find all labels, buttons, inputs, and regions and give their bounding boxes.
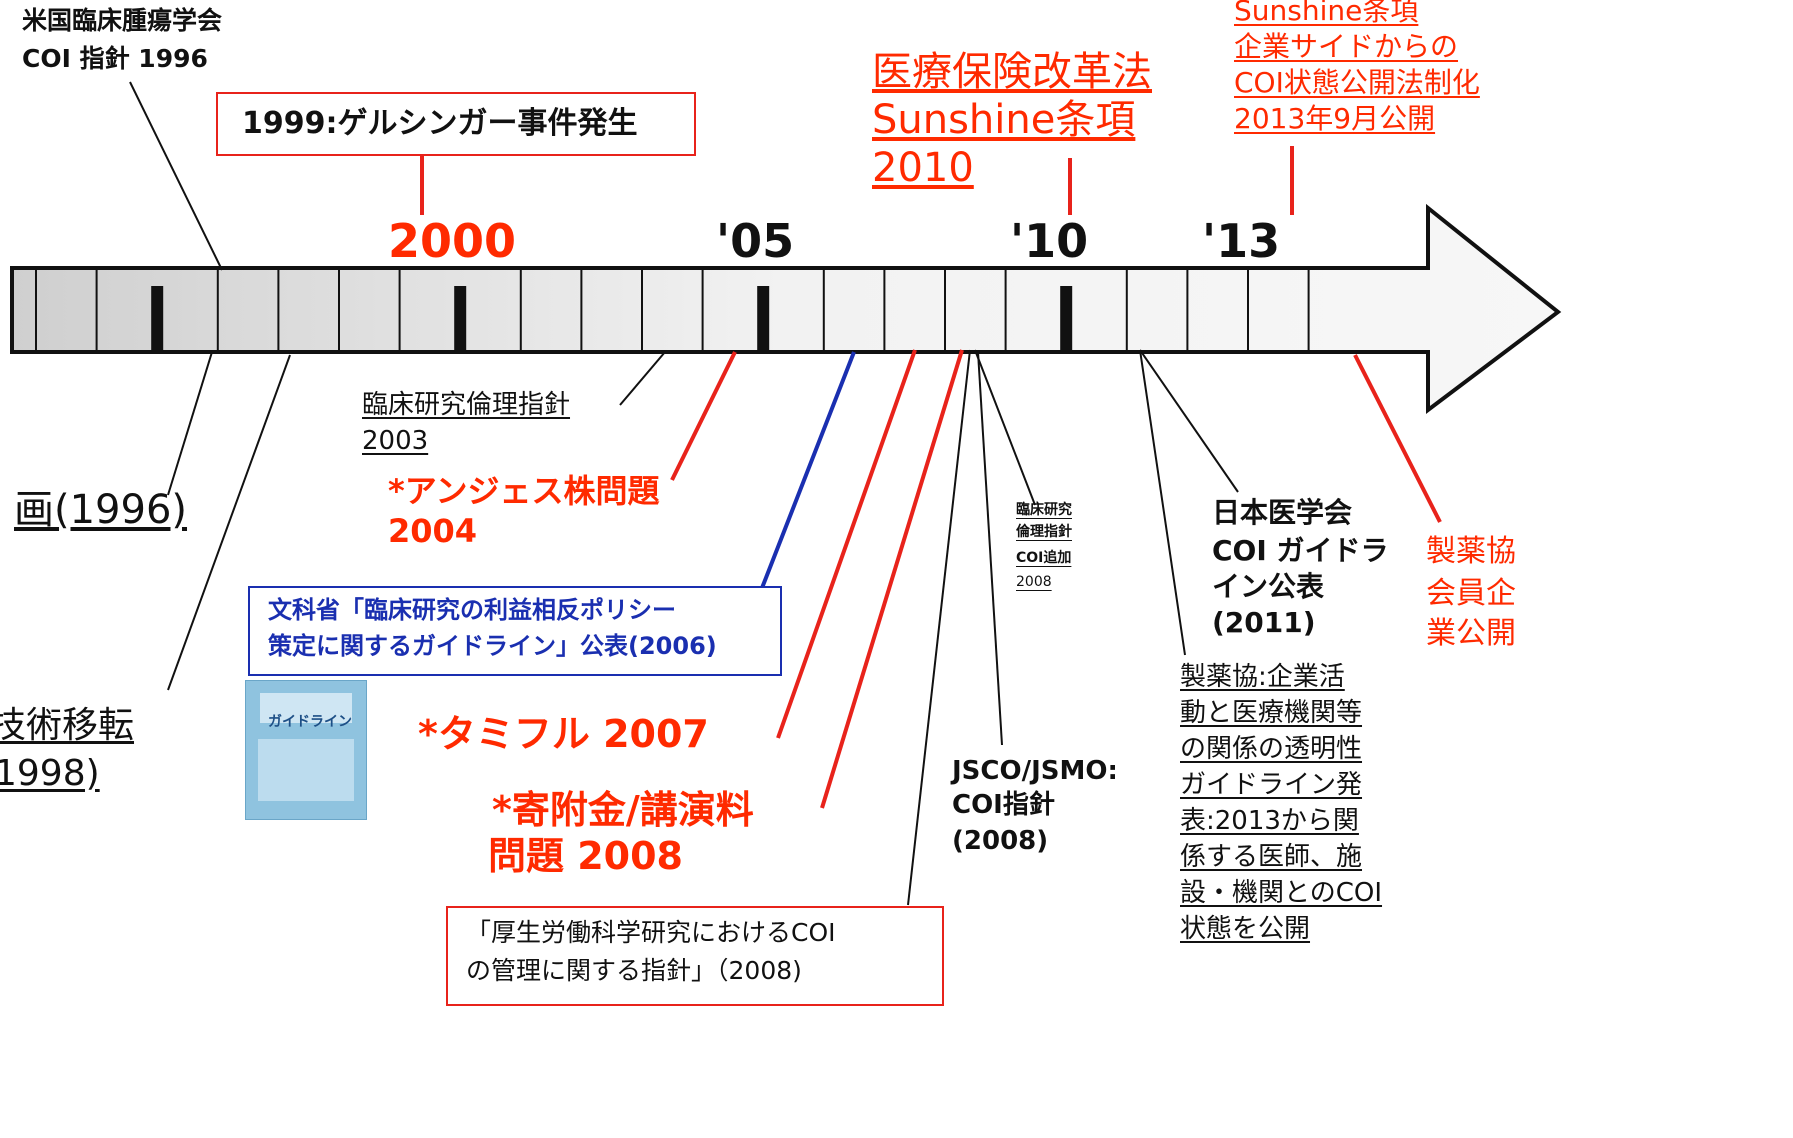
mhlw-line1: 「厚生労働科学研究におけるCOI bbox=[466, 918, 836, 947]
aca-line1: 医療保険改革法 bbox=[872, 49, 1152, 95]
jpma-trans-line1: 製薬協:企業活 bbox=[1180, 662, 1345, 692]
kifukin-line1: *寄附金/講演料 bbox=[492, 788, 754, 832]
connector-tamiflu bbox=[776, 349, 917, 739]
timeline-arrow bbox=[10, 203, 1562, 415]
jpma-trans-line2: 動と医療機関等 bbox=[1180, 698, 1363, 728]
mhlw-box: 「厚生労働科学研究におけるCOI の管理に関する指針」（2008) bbox=[446, 906, 944, 1006]
jma-line4: (2011) bbox=[1212, 606, 1316, 639]
year-2013: '13 bbox=[1202, 214, 1281, 268]
gelsinger-box: 1999:ゲルシンガー事件発生 bbox=[216, 92, 696, 156]
connector-plan-1996 bbox=[167, 351, 213, 496]
guideline-booklet-image: ガイドライン bbox=[245, 680, 367, 820]
coi-timeline-diagram: 米国臨床腫瘍学会 COI 指針 1996 1999:ゲルシンガー事件発生 医療保… bbox=[0, 0, 1562, 1006]
tech-transfer-line2: 1998) bbox=[0, 753, 100, 794]
connector-rinsho-2003 bbox=[619, 351, 666, 406]
jpma-trans-line6: 係する医師、施 bbox=[1180, 842, 1363, 872]
jma-line1: 日本医学会 bbox=[1212, 496, 1353, 529]
connector-anges bbox=[670, 351, 737, 481]
year-2000: 2000 bbox=[388, 214, 517, 268]
jma-line3: イン公表 bbox=[1212, 570, 1325, 603]
jsco-line3: (2008) bbox=[952, 826, 1049, 856]
jpma-trans-line7: 設・機関とのCOI bbox=[1180, 878, 1383, 908]
sunshine-2013-line4: 2013年9月公開 bbox=[1234, 102, 1436, 135]
rinsho-add-line2: 倫理指針 bbox=[1016, 524, 1072, 540]
mext-line1: 文科省「臨床研究の利益相反ポリシー bbox=[268, 596, 676, 624]
gelsinger-label: 1999:ゲルシンガー事件発生 bbox=[242, 106, 638, 141]
rinsho-add-line1: 臨床研究 bbox=[1016, 502, 1072, 518]
us-coi-line2: COI 指針 1996 bbox=[22, 44, 208, 73]
rinsho-2003-line1: 臨床研究倫理指針 bbox=[362, 390, 571, 420]
sunshine-2013-line2: 企業サイドからの bbox=[1234, 30, 1459, 63]
mext-line2: 策定に関するガイドライン」公表(2006) bbox=[268, 632, 717, 660]
tamiflu-2007: *タミフル 2007 bbox=[418, 712, 709, 756]
jpma-members-line3: 業公開 bbox=[1426, 616, 1516, 651]
booklet-label: ガイドライン bbox=[268, 714, 352, 730]
mext-box: 文科省「臨床研究の利益相反ポリシー 策定に関するガイドライン」公表(2006) bbox=[248, 586, 782, 676]
anges-line1: *アンジェス株問題 bbox=[388, 472, 660, 510]
kifukin-line2: 問題 2008 bbox=[488, 834, 683, 878]
jpma-trans-line3: の関係の透明性 bbox=[1180, 734, 1363, 764]
connector-jma bbox=[1139, 349, 1239, 493]
jsco-line2: COI指針 bbox=[952, 790, 1055, 820]
jsco-line1: JSCO/JSMO: bbox=[952, 756, 1118, 786]
connector-mhlw bbox=[907, 349, 971, 906]
connector-jpma-members bbox=[1353, 354, 1442, 523]
timeline-ticks bbox=[35, 270, 1310, 352]
jpma-trans-line8: 状態を公開 bbox=[1180, 914, 1311, 944]
year-2005: '05 bbox=[716, 214, 795, 268]
sunshine-2013-line3: COI状態公開法制化 bbox=[1234, 66, 1480, 99]
mhlw-line2: の管理に関する指針」（2008) bbox=[466, 956, 802, 985]
jpma-members-line1: 製薬協 bbox=[1426, 534, 1516, 569]
tech-transfer-line1: 技術移転 bbox=[0, 705, 135, 746]
anges-line2: 2004 bbox=[388, 512, 478, 550]
connector-jpma-transparency bbox=[1139, 349, 1186, 656]
connector-kifukin bbox=[820, 349, 964, 809]
plan-1996: 画(1996) bbox=[14, 487, 188, 533]
connector-jsco bbox=[977, 351, 1003, 746]
jma-line2: COI ガイドラ bbox=[1212, 534, 1389, 567]
aca-line2: Sunshine条項 bbox=[872, 97, 1136, 143]
aca-line3: 2010 bbox=[872, 145, 974, 191]
connector-rinsho-add bbox=[974, 349, 1036, 506]
jpma-trans-line5: 表:2013から関 bbox=[1180, 806, 1359, 836]
timeline-graphics bbox=[10, 81, 1562, 906]
jpma-members-line2: 会員企 bbox=[1426, 576, 1516, 611]
year-2010: '10 bbox=[1010, 214, 1089, 268]
connector-mext bbox=[760, 351, 856, 589]
connector-us-coi bbox=[129, 81, 223, 271]
rinsho-add-line3: COI追加 bbox=[1016, 550, 1072, 566]
jpma-trans-line4: ガイドライン発 bbox=[1180, 770, 1363, 800]
sunshine-2013-line1: Sunshine条項 bbox=[1234, 0, 1419, 27]
rinsho-2003-line2: 2003 bbox=[362, 426, 429, 456]
connector-tech-transfer bbox=[167, 354, 291, 691]
rinsho-add-line4: 2008 bbox=[1016, 574, 1052, 590]
us-coi-line1: 米国臨床腫瘍学会 bbox=[22, 6, 223, 35]
